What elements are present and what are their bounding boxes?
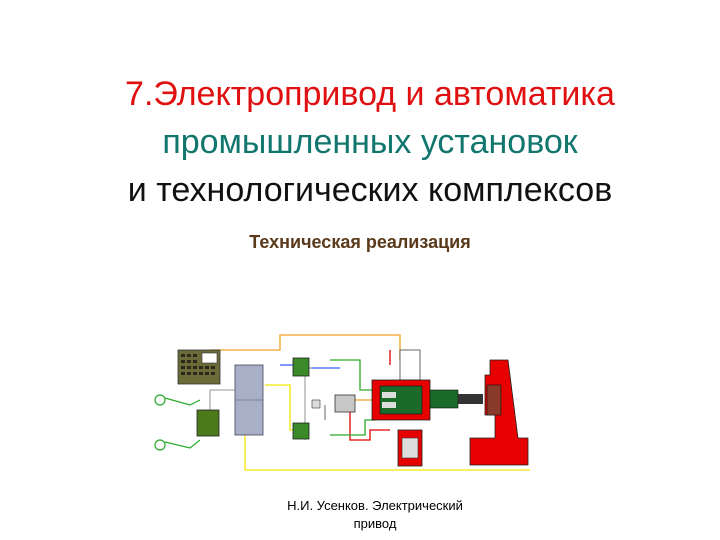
panel-display bbox=[201, 352, 218, 364]
workpiece bbox=[486, 384, 502, 416]
diagram-svg bbox=[154, 334, 530, 471]
title-line-2: промышленных установок bbox=[162, 123, 578, 161]
technical-diagram bbox=[150, 330, 535, 480]
green-block-1 bbox=[292, 357, 310, 377]
grey-block bbox=[334, 394, 356, 413]
title-number: 7. bbox=[125, 75, 154, 113]
power-module bbox=[196, 409, 220, 437]
encoder bbox=[399, 349, 421, 381]
title-line-1: 7.Электропривод и автоматика bbox=[40, 70, 700, 118]
motor-shaft bbox=[458, 394, 483, 404]
motor-rotor bbox=[379, 385, 423, 415]
title-line-3: и технологических комплексов bbox=[127, 171, 613, 209]
footer-credit: Н.И. Усенков. Электрический привод bbox=[250, 497, 500, 533]
panel-buttons bbox=[181, 354, 215, 375]
footer-line-2: привод bbox=[353, 516, 397, 531]
footer-line-1: Н.И. Усенков. Электрический bbox=[287, 498, 463, 513]
pedal-sensors bbox=[154, 394, 201, 451]
slide-title: 7.Электропривод и автоматика промышленны… bbox=[40, 70, 700, 214]
small-grey-block bbox=[311, 399, 321, 409]
slide-subtitle: Техническая реализация bbox=[249, 232, 471, 252]
title-line-1-text: Электропривод и автоматика bbox=[153, 75, 615, 113]
motor-shaft-coupling bbox=[429, 389, 459, 409]
green-block-2 bbox=[292, 422, 310, 440]
